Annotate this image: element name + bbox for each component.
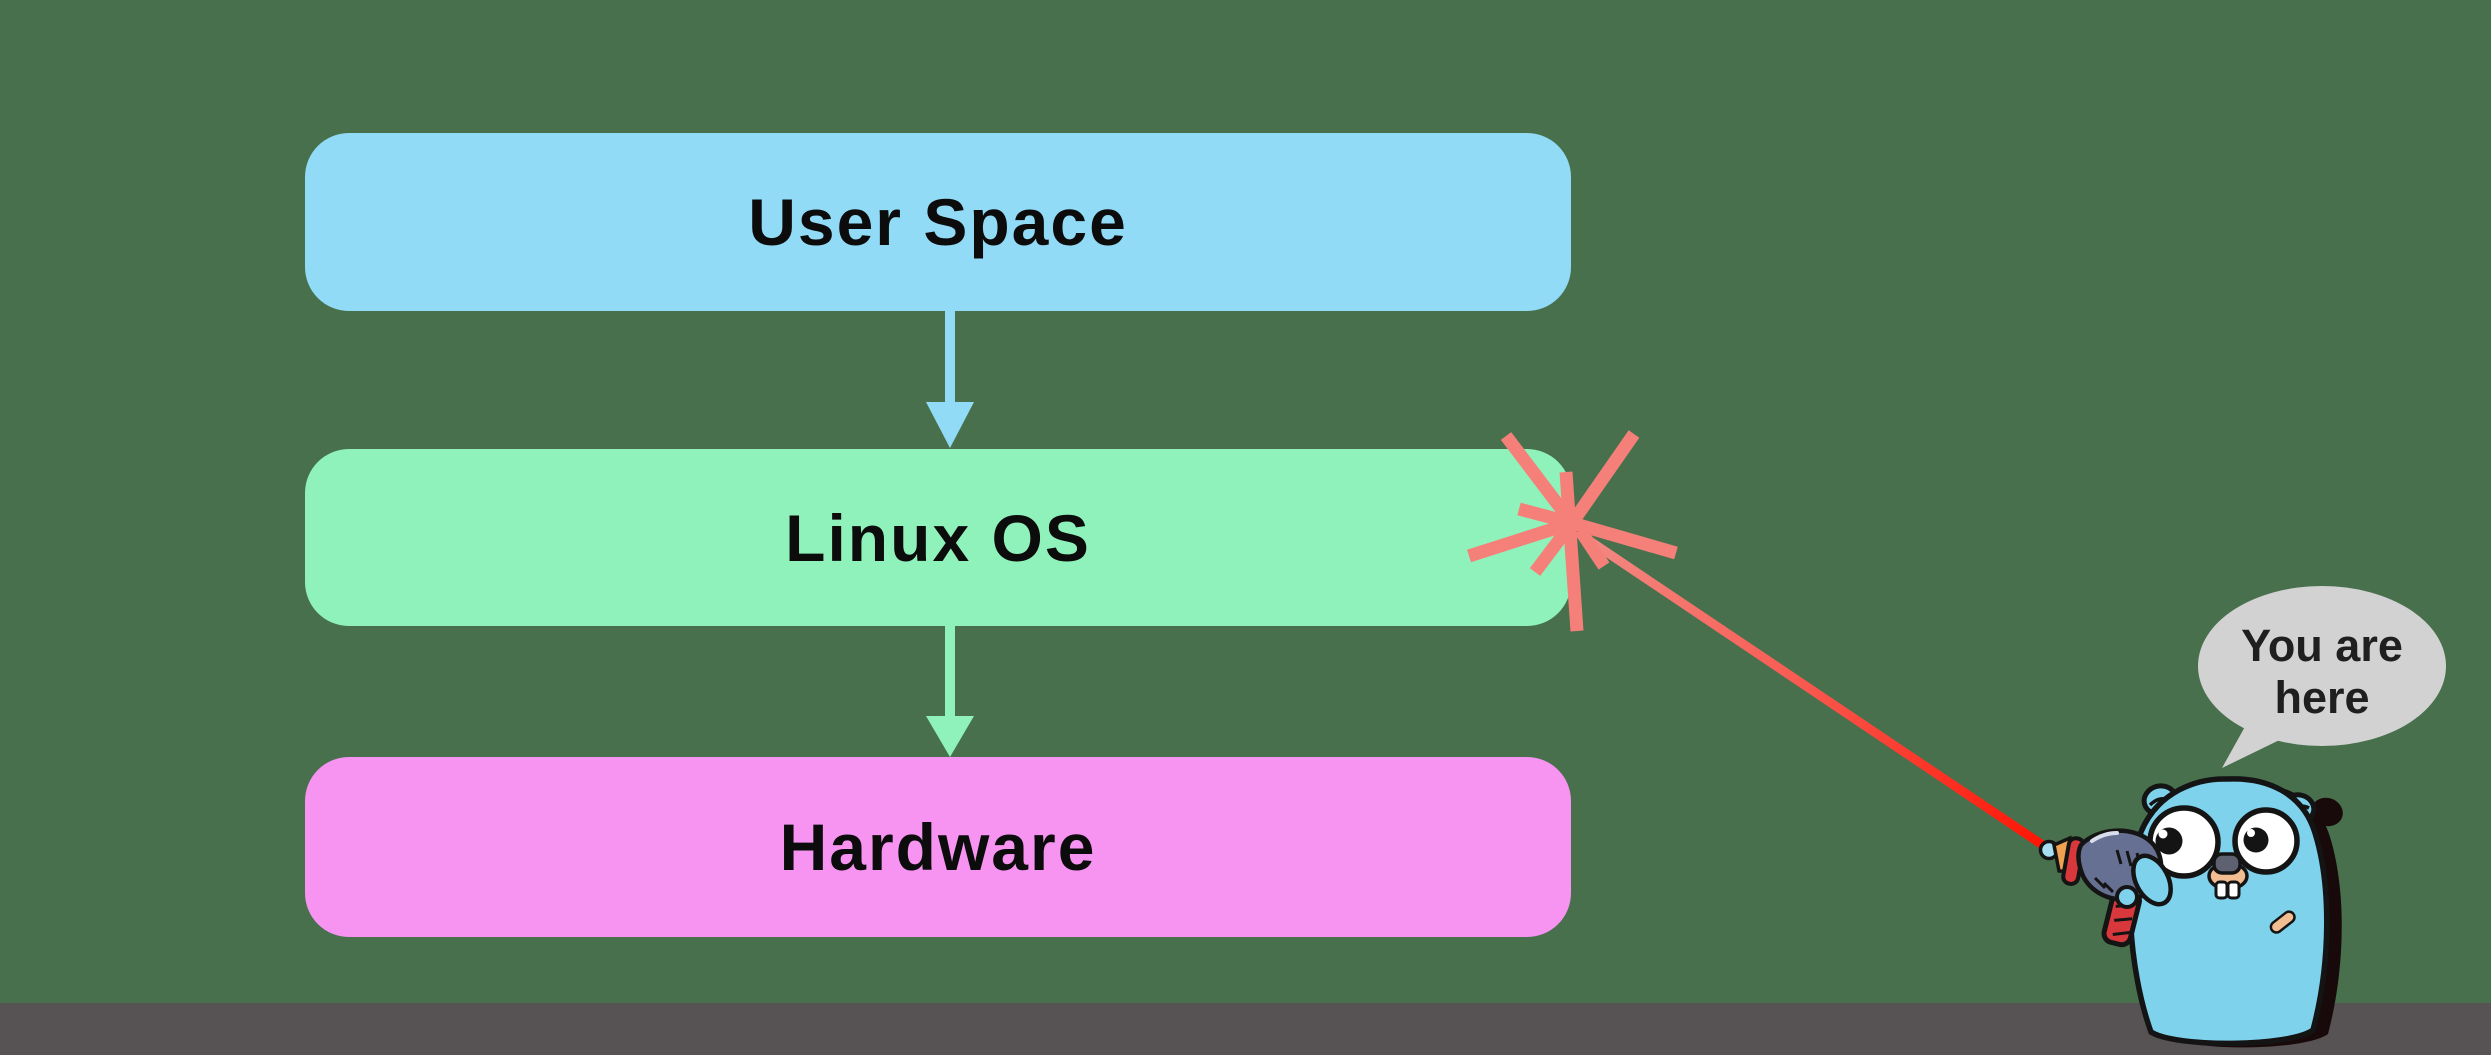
box-hardware: Hardware — [305, 757, 1571, 937]
box-hardware-label: Hardware — [779, 810, 1097, 884]
speech-bubble-text: You are here — [2241, 620, 2403, 724]
ray-gun-glint — [2090, 831, 2119, 843]
arrow-user-to-linux — [926, 310, 974, 448]
speech-bubble-body — [2198, 586, 2446, 746]
laser-impact-burst-icon — [1467, 430, 1678, 632]
box-linux-os-label: Linux OS — [785, 500, 1091, 575]
gopher-ear-shadow — [2311, 797, 2343, 827]
gopher-cheek-patch — [2269, 910, 2296, 934]
gopher-hand — [2115, 885, 2139, 909]
floor-bar — [0, 1003, 2491, 1055]
gopher-eye-glint-right — [2247, 829, 2255, 837]
gopher-nose — [2212, 852, 2242, 875]
arrow-user-to-linux-head — [926, 402, 974, 448]
arrow-linux-to-hardware — [926, 624, 974, 757]
box-user-space-label: User Space — [748, 185, 1128, 259]
gopher-pupil-right — [2243, 827, 2269, 853]
speech-bubble — [2198, 586, 2446, 768]
arrow-linux-to-hardware-stem — [945, 624, 955, 718]
laser-beam — [1581, 533, 2050, 852]
gopher-eye-glint-left — [2158, 829, 2168, 839]
arrow-user-to-linux-stem — [945, 310, 955, 404]
go-gopher-mascot — [2038, 776, 2343, 1048]
arrow-linux-to-hardware-head — [926, 716, 974, 757]
box-user-space: User Space — [305, 133, 1571, 311]
gopher-teeth — [2214, 880, 2241, 900]
box-linux-os: Linux OS — [305, 449, 1571, 626]
gopher-arm — [2131, 853, 2173, 907]
speech-bubble-tail — [2222, 714, 2294, 768]
